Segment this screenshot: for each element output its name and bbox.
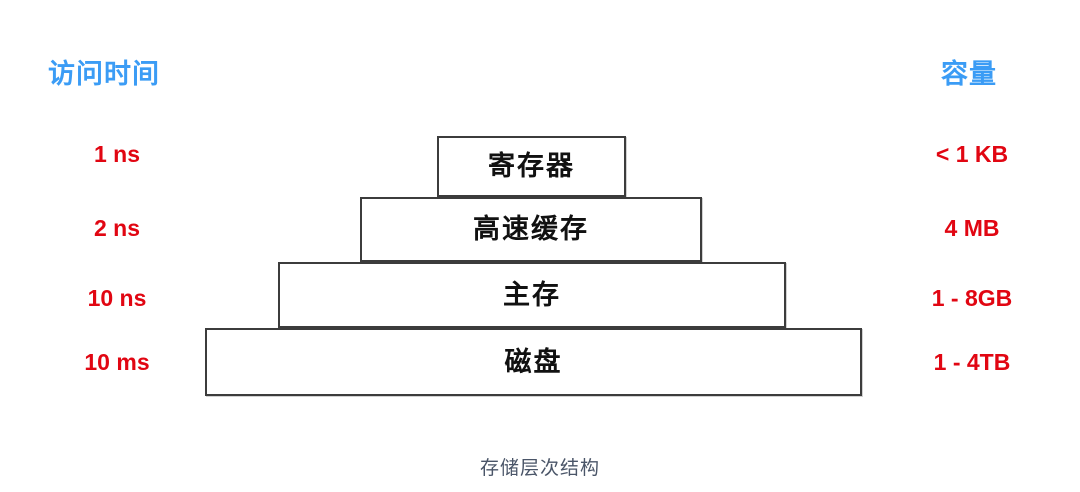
tier-cache-label: 高速缓存 xyxy=(473,214,589,244)
tier-register: 寄存器 xyxy=(437,136,626,197)
access-time-value-disk: 10 ms xyxy=(84,349,150,375)
capacity-column-header: 容量 xyxy=(941,59,997,89)
tier-cache: 高速缓存 xyxy=(360,197,702,262)
capacity-value-disk: 1 - 4TB xyxy=(933,349,1011,375)
capacity-value-cache: 4 MB xyxy=(944,215,1000,241)
tier-disk: 磁盘 xyxy=(205,328,862,396)
capacity-value-main-memory: 1 - 8GB xyxy=(931,285,1013,311)
access-time-column-header: 访问时间 xyxy=(48,59,160,89)
diagram-caption: 存储层次结构 xyxy=(479,458,600,479)
access-time-value-cache: 2 ns xyxy=(93,215,141,241)
capacity-value-register: < 1 KB xyxy=(935,141,1009,167)
access-time-value-main-memory: 10 ns xyxy=(87,285,147,311)
tier-disk-label: 磁盘 xyxy=(504,346,563,377)
access-time-value-register: 1 ns xyxy=(93,141,141,167)
tier-register-label: 寄存器 xyxy=(488,151,575,181)
tier-main-memory-label: 主存 xyxy=(503,279,561,310)
tier-main-memory: 主存 xyxy=(278,262,786,328)
